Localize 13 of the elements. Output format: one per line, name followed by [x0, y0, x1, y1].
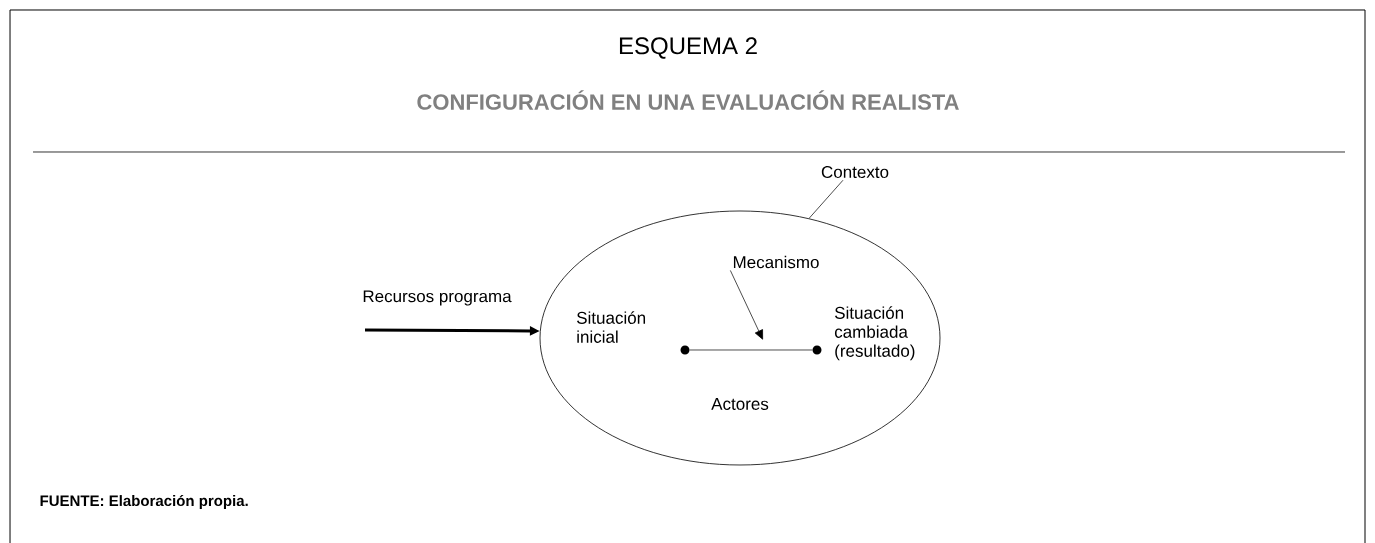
title: ESQUEMA 2 [619, 37, 757, 59]
leader-line [808, 179, 844, 219]
node-caption: Situación cambiada (resultado) [834, 306, 915, 361]
context-ellipse [539, 210, 941, 466]
node-text: Mecanismo [733, 255, 819, 269]
arrow [730, 270, 763, 340]
caption: FUENTE: Elaboración propia. [40, 494, 248, 510]
label: Actores [711, 398, 769, 410]
node-text: Contexto [821, 166, 889, 178]
node-caption: Situación inicial [577, 311, 645, 343]
edge-label: Recursos programa [361, 289, 513, 307]
subtitle: CONFIGURACIÓN EN UNA EVALUACIÓN REALISTA [417, 90, 959, 110]
line [689, 349, 813, 351]
